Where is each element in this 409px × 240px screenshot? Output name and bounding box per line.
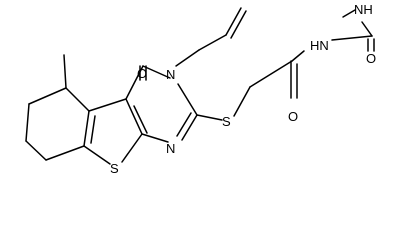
bond-c4a-c8a-inner — [133, 105, 148, 134]
atom-hn-urea: HN — [310, 38, 329, 53]
bond-allyl-db-a — [225, 7, 242, 36]
bonds — [25, 7, 375, 165]
bond-c4b-c8b-inner — [90, 115, 96, 144]
atom-n1: N — [166, 141, 175, 156]
bond-n3-c4 — [142, 65, 171, 79]
atom-o-ring: O — [137, 66, 147, 81]
bond-c8-c8b — [45, 145, 85, 161]
bond-n3-allyl — [175, 49, 200, 67]
molecule-diagram: NH HN O O O N N S S — [25, 2, 376, 176]
atom-labels: NH HN O O O N N S S — [110, 2, 376, 176]
bond-c4a-c8a — [125, 98, 143, 135]
bond-allyl-db-b — [230, 10, 247, 39]
bond-s-c2 — [196, 114, 223, 121]
bond-c7-c8 — [25, 140, 47, 161]
bond-s-c8a — [121, 133, 143, 163]
molecule-structure: NH HN O O O N N S S — [25, 2, 376, 176]
bond-c4a-c4b — [88, 98, 127, 112]
bond-c5-c6 — [28, 87, 67, 105]
bond-c4b-c8b — [83, 110, 90, 147]
atom-nh-methylamino: NH — [354, 2, 373, 17]
bond-allyl-ch — [198, 34, 227, 51]
bond-c8a-n1 — [141, 133, 169, 143]
atom-o-urea: O — [366, 51, 376, 66]
atom-n3: N — [166, 67, 175, 82]
bond-n1-c2-b — [176, 112, 192, 137]
bond-c4b-c5 — [65, 87, 90, 112]
atom-s-thiophene: S — [110, 161, 119, 176]
atom-o-amide: O — [288, 109, 298, 124]
bond-c6-c7 — [25, 103, 30, 142]
atom-s-thioether: S — [222, 114, 231, 129]
bond-amide-ch2 — [249, 60, 293, 88]
bond-n1-c2-a — [181, 114, 198, 141]
bond-methyl-nh — [342, 9, 356, 18]
bond-c8b-s — [83, 145, 111, 165]
bond-c5-methyl — [63, 54, 67, 89]
bond-ch2-s — [233, 86, 251, 117]
bond-c2-n3 — [177, 83, 198, 116]
bond-urea-c-hn — [331, 35, 373, 41]
bond-hn-amide-c — [291, 50, 305, 62]
bond-nh-urea-c — [361, 21, 373, 37]
